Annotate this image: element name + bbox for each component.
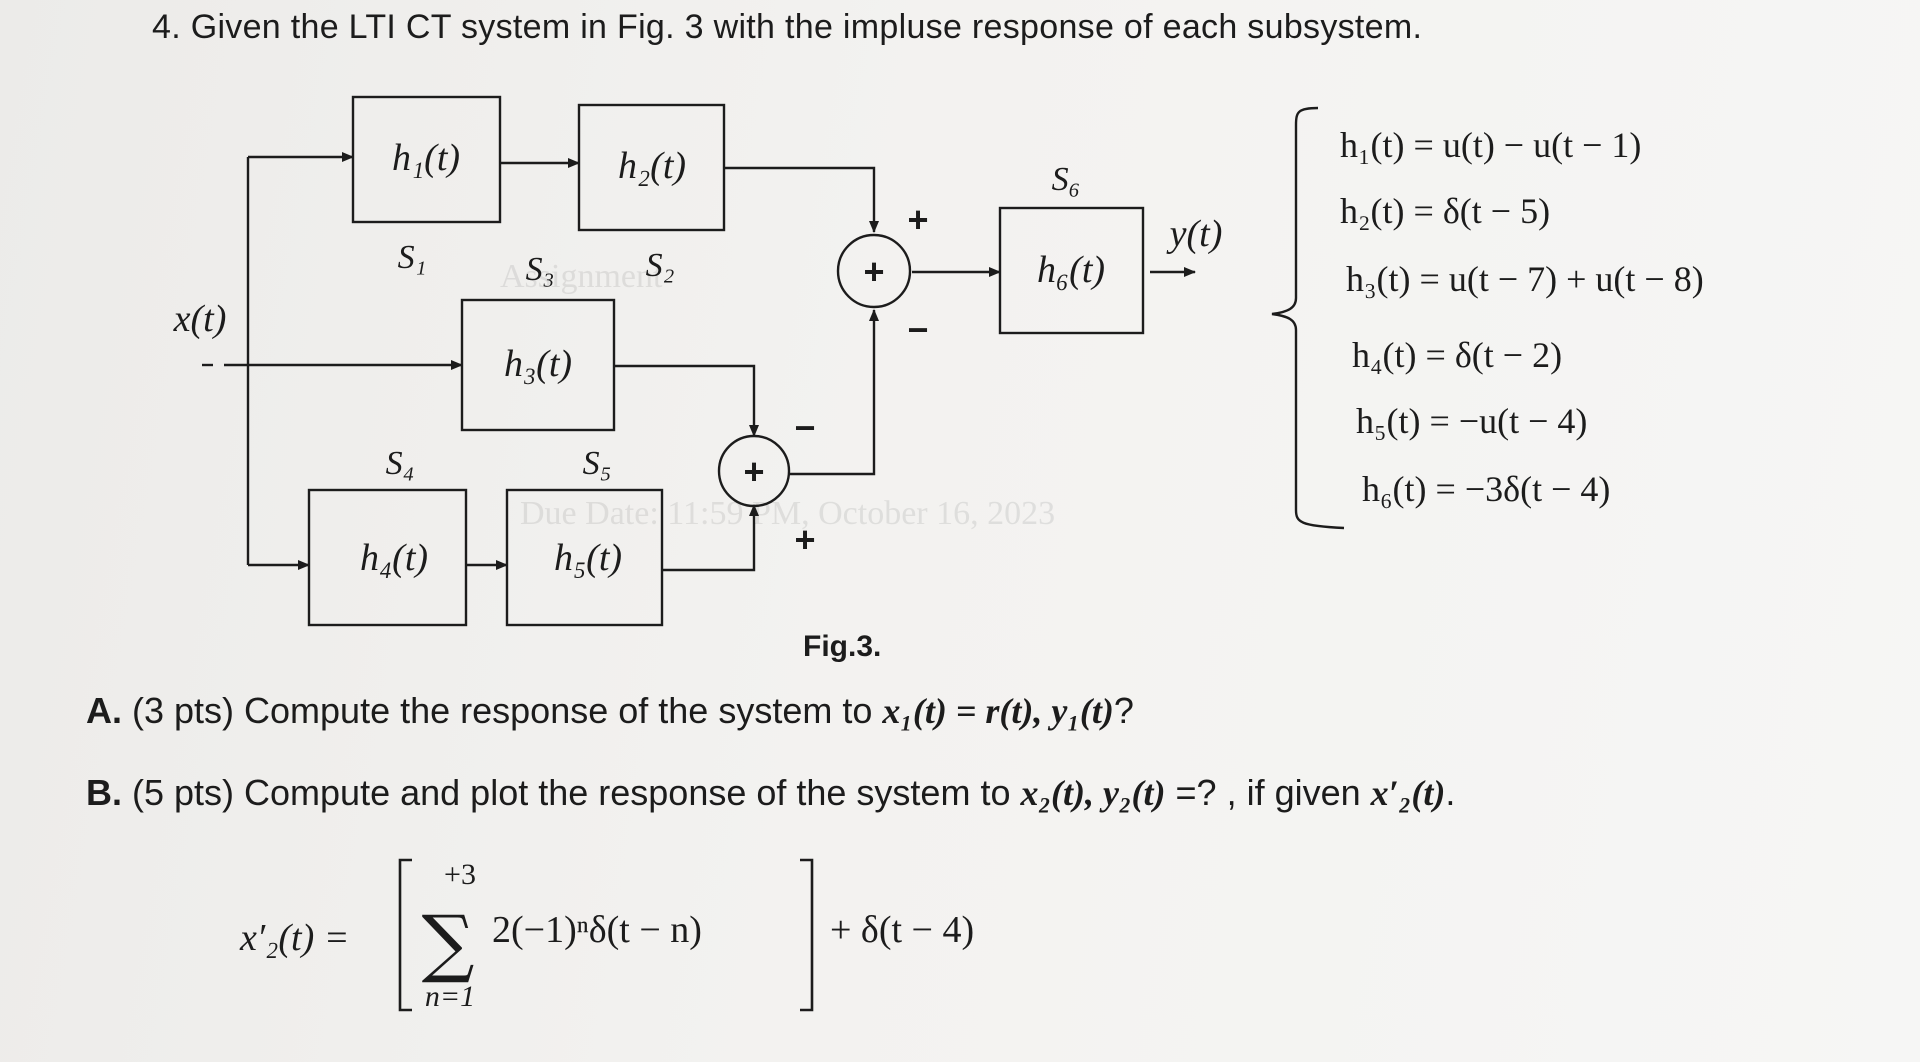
summer-1 <box>836 233 912 309</box>
question-b: B. (5 pts) Compute and plot the response… <box>86 772 1455 814</box>
block-h4-label: h₄(t) <box>360 537 428 579</box>
sum-upper-limit: +3 <box>444 858 476 891</box>
right-bracket <box>800 858 814 1012</box>
formula-lhs: x′₂(t) = <box>239 917 349 959</box>
question-b-end: . <box>1445 772 1456 813</box>
block-h6-label: h₆(t) <box>1037 249 1105 291</box>
output-label: y(t) <box>1166 213 1223 255</box>
question-b-text: (5 pts) Compute and plot the response of… <box>122 772 1021 813</box>
sum-body: 2(−1)ⁿδ(t − n) <box>492 909 702 951</box>
impulse-response-h3: h₃(t) = u(t − 7) + u(t − 8) <box>1346 259 1704 299</box>
formula-tail: + δ(t − 4) <box>830 909 974 951</box>
sign-sum2-bottom: + <box>794 519 815 560</box>
wire-h3-to-sum2 <box>614 364 759 437</box>
impulse-response-h2: h₂(t) = δ(t − 5) <box>1340 191 1551 231</box>
wire-sum2-to-sum1 <box>788 309 879 476</box>
impulse-response-h4: h₄(t) = δ(t − 2) <box>1352 335 1563 375</box>
question-b-suffix: =? , if given <box>1165 772 1371 813</box>
question-b-prefix: B. <box>86 772 122 813</box>
impulse-response-h1: h₁(t) = u(t) − u(t − 1) <box>1340 125 1642 165</box>
subsystem-s4: S₄ <box>386 445 415 482</box>
block-h3-label: h₃(t) <box>504 343 572 385</box>
figure-caption: Fig.3. <box>803 630 882 663</box>
subsystem-s6: S₆ <box>1052 161 1081 198</box>
watermark-assignment: Assignment <box>500 258 663 295</box>
sign-sum1-bottom: − <box>907 309 928 350</box>
question-b-math: x₂(t), y₂(t) <box>1020 773 1166 813</box>
subsystem-s5: S₅ <box>583 445 612 482</box>
question-a-prefix: A. <box>86 690 122 731</box>
impulse-response-h5: h₅(t) = −u(t − 4) <box>1356 401 1588 441</box>
watermark-due-date: Due Date: 11:59 PM, October 16, 2023 <box>520 495 1056 532</box>
summer-2-symbol: + <box>743 451 764 492</box>
question-a-math: x₁(t) = r(t), y₁(t) <box>882 691 1114 731</box>
block-h1-label: h₁(t) <box>392 137 460 179</box>
block-h2-label: h₂(t) <box>618 145 686 187</box>
input-label: x(t) <box>173 298 227 340</box>
question-a: A. (3 pts) Compute the response of the s… <box>86 690 1134 732</box>
subsystem-s1: S₁ <box>398 239 427 276</box>
block-h5-label: h₅(t) <box>554 537 622 579</box>
wire-h2-to-sum1 <box>724 166 879 233</box>
impulse-response-h6: h₆(t) = −3δ(t − 4) <box>1362 469 1611 509</box>
summer-2 <box>717 434 791 508</box>
block-h4 <box>307 488 468 627</box>
subsystem-s2: S₂ <box>646 247 675 284</box>
equations-bracket <box>1271 106 1345 530</box>
question-a-suffix: ? <box>1113 690 1134 731</box>
question-b-math2: x′₂(t) <box>1370 773 1446 813</box>
wire-h5-to-sum2 <box>662 504 759 572</box>
sigma-symbol: ∑ <box>422 900 475 986</box>
left-bracket <box>398 858 412 1012</box>
sign-sum1-top: + <box>907 199 928 240</box>
sign-sum2-left: − <box>794 407 815 448</box>
problem-title: 4. Given the LTI CT system in Fig. 3 wit… <box>152 8 1423 46</box>
block-h5 <box>505 488 664 627</box>
question-a-text: (3 pts) Compute the response of the syst… <box>122 690 883 731</box>
sum-lower-limit: n=1 <box>425 980 475 1013</box>
subsystem-s3: S₃ <box>526 251 555 288</box>
summer-1-symbol: + <box>863 251 884 292</box>
